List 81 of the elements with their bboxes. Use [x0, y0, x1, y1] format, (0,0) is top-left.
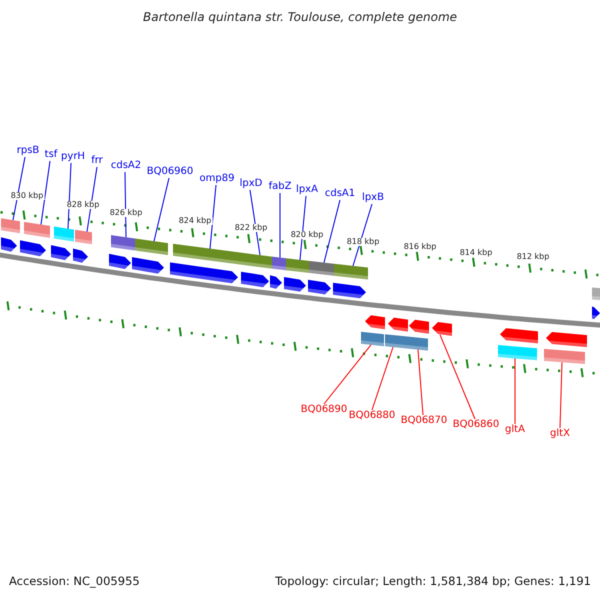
gene-label: tsf — [44, 150, 58, 160]
leader-line — [124, 172, 126, 238]
gene-block — [498, 345, 537, 360]
diagram-title: Bartonella quintana str. Toulouse, complete genome — [142, 11, 458, 23]
gene-block — [54, 226, 74, 242]
gene-label: cdsA2 — [110, 161, 142, 171]
scale-label: 816 kbp — [402, 243, 438, 251]
gene-block — [24, 222, 50, 238]
gene-block — [75, 230, 92, 244]
gene-block — [406, 336, 428, 351]
gene-label: gltA — [505, 425, 525, 435]
gene-label: omp89 — [200, 174, 234, 184]
gene-label: gltX — [550, 429, 570, 439]
gene-block — [242, 252, 272, 269]
scale-label: 820 kbp — [290, 231, 324, 239]
gene-label: BQ06860 — [452, 420, 500, 430]
gene-feature — [20, 240, 46, 256]
leader-line — [86, 166, 98, 232]
gene-label: lpxD — [240, 179, 262, 189]
gene-feature — [73, 248, 88, 263]
gene-feature — [333, 282, 366, 298]
scale-label: 830 kbp — [10, 192, 44, 200]
gene-feature — [500, 328, 538, 344]
gene-label: rpsB — [16, 146, 40, 156]
gene-label: lpxB — [362, 193, 384, 203]
gene-feature — [170, 262, 238, 284]
gene-feature — [1, 237, 17, 252]
leader-line — [440, 334, 476, 420]
gene-feature — [132, 257, 164, 274]
gene-label: fabZ — [268, 182, 292, 192]
gene-feature — [270, 275, 282, 289]
leader-line — [352, 204, 372, 266]
gene-feature — [592, 306, 600, 320]
scale-label: 826 kbp — [108, 209, 144, 217]
gene-block — [135, 238, 168, 256]
gene-feature — [109, 254, 131, 269]
gene-label: cdsA1 — [324, 189, 356, 199]
gene-feature — [284, 277, 306, 292]
leader-line — [324, 200, 340, 264]
leader-line — [372, 346, 394, 410]
leader-line — [12, 156, 26, 221]
gene-label: pyrH — [61, 152, 85, 162]
gene-block — [361, 332, 384, 346]
gene-feature — [409, 320, 429, 334]
gene-block — [385, 334, 406, 348]
gene-label: frr — [91, 156, 103, 166]
gene-feature — [308, 280, 331, 294]
leader-line — [514, 358, 516, 424]
gene-label: lpxA — [296, 185, 318, 195]
gene-feature — [546, 332, 587, 348]
leader-line — [560, 362, 562, 428]
gene-block — [111, 235, 135, 250]
leader-line — [68, 162, 72, 230]
scale-label: 814 kbp — [458, 249, 494, 257]
gene-label: BQ06960 — [146, 167, 194, 177]
gene-label: BQ06890 — [300, 405, 348, 415]
scale-label: 828 kbp — [66, 201, 100, 209]
gene-feature — [365, 315, 385, 330]
gene-block — [544, 348, 585, 364]
scale-label: 818 kbp — [346, 238, 380, 246]
leader-line — [324, 344, 372, 404]
leader-line — [40, 160, 50, 225]
gene-feature — [388, 318, 408, 332]
gene-label: BQ06880 — [348, 411, 396, 421]
leader-line — [210, 184, 216, 250]
scale-label: 822 kbp — [234, 224, 268, 232]
gene-block — [592, 288, 600, 300]
scale-label: 812 kbp — [516, 253, 550, 261]
gene-block — [1, 218, 20, 234]
gene-feature — [432, 322, 452, 336]
gene-block — [334, 264, 368, 280]
gene-feature — [51, 245, 71, 260]
gene-label: BQ06870 — [400, 416, 448, 426]
gene-block — [309, 260, 334, 276]
footer-text: Accession: NC_005955 — [9, 576, 140, 588]
gene-block — [272, 256, 286, 270]
footer-text: Topology: circular; Length: 1,581,384 bp; Genes: 1,191 — [275, 576, 591, 588]
leader-line — [300, 196, 306, 260]
scale-label: 824 kbp — [178, 217, 212, 225]
gene-block — [286, 258, 309, 273]
leader-line — [250, 190, 260, 256]
